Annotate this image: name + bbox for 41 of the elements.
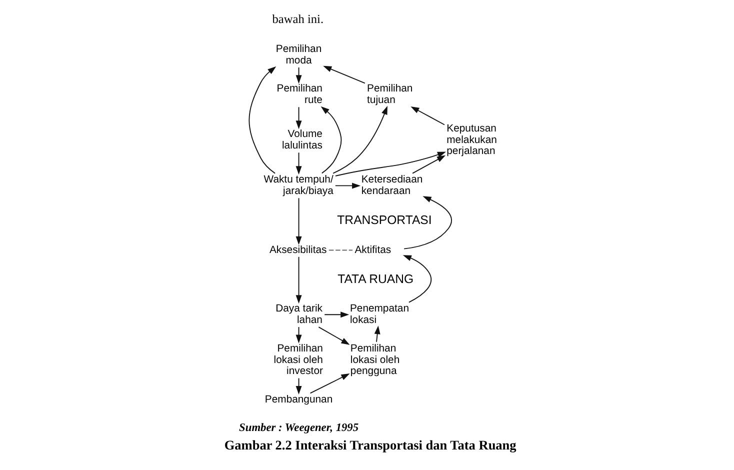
node-text: Aktifitas [354, 244, 391, 256]
node-text: Pemilihan rute [276, 84, 322, 106]
arrow [320, 106, 342, 174]
arrow [334, 152, 446, 176]
arrow [309, 373, 350, 394]
connector [328, 250, 352, 251]
arrow [295, 326, 302, 344]
arrow [402, 255, 432, 303]
arrow [403, 196, 452, 250]
arrow [410, 106, 444, 126]
arrow [324, 312, 349, 318]
node-text: Waktu tempuh/ jarak/biaya [263, 174, 333, 198]
node-text: Volume lalulintas [281, 129, 322, 152]
label: Sumber : Weegener, 1995 [238, 422, 358, 434]
label: bawah ini. [272, 12, 324, 26]
node-text: Penempatan lokasi [349, 304, 408, 326]
node-text: Aksesibilitas [268, 244, 326, 256]
label: TRANSPORTASI [336, 213, 432, 228]
node-text: Pembangunan [264, 394, 332, 406]
arrow [332, 106, 387, 174]
arrow [295, 256, 302, 304]
arrow [295, 106, 302, 130]
arrow [374, 326, 380, 342]
arrow [295, 378, 302, 395]
arrow [295, 198, 302, 245]
node-text: Pemilihan moda [275, 44, 322, 66]
node-text: Pemilihan lokasi oleh investor [273, 343, 322, 378]
arrow [248, 66, 276, 174]
arrow [295, 152, 302, 175]
node-text: Keputusan melakukan perjalanan [446, 123, 496, 158]
arrow [318, 326, 350, 345]
arrow [334, 182, 360, 189]
arrow [412, 155, 446, 174]
node-text: Ketersediaan kendaraan [360, 174, 422, 198]
arrow [322, 66, 365, 84]
arrow [295, 66, 302, 84]
node-text: Daya tarik lahan [275, 304, 322, 326]
node-text: Pemilihan tujuan [366, 84, 412, 106]
label: TATA RUANG [337, 272, 414, 286]
node-text: Pemilihan lokasi oleh pengguna [350, 343, 400, 378]
caption: Gambar 2.2 Interaksi Transportasi dan Tata Ruang [224, 437, 516, 452]
